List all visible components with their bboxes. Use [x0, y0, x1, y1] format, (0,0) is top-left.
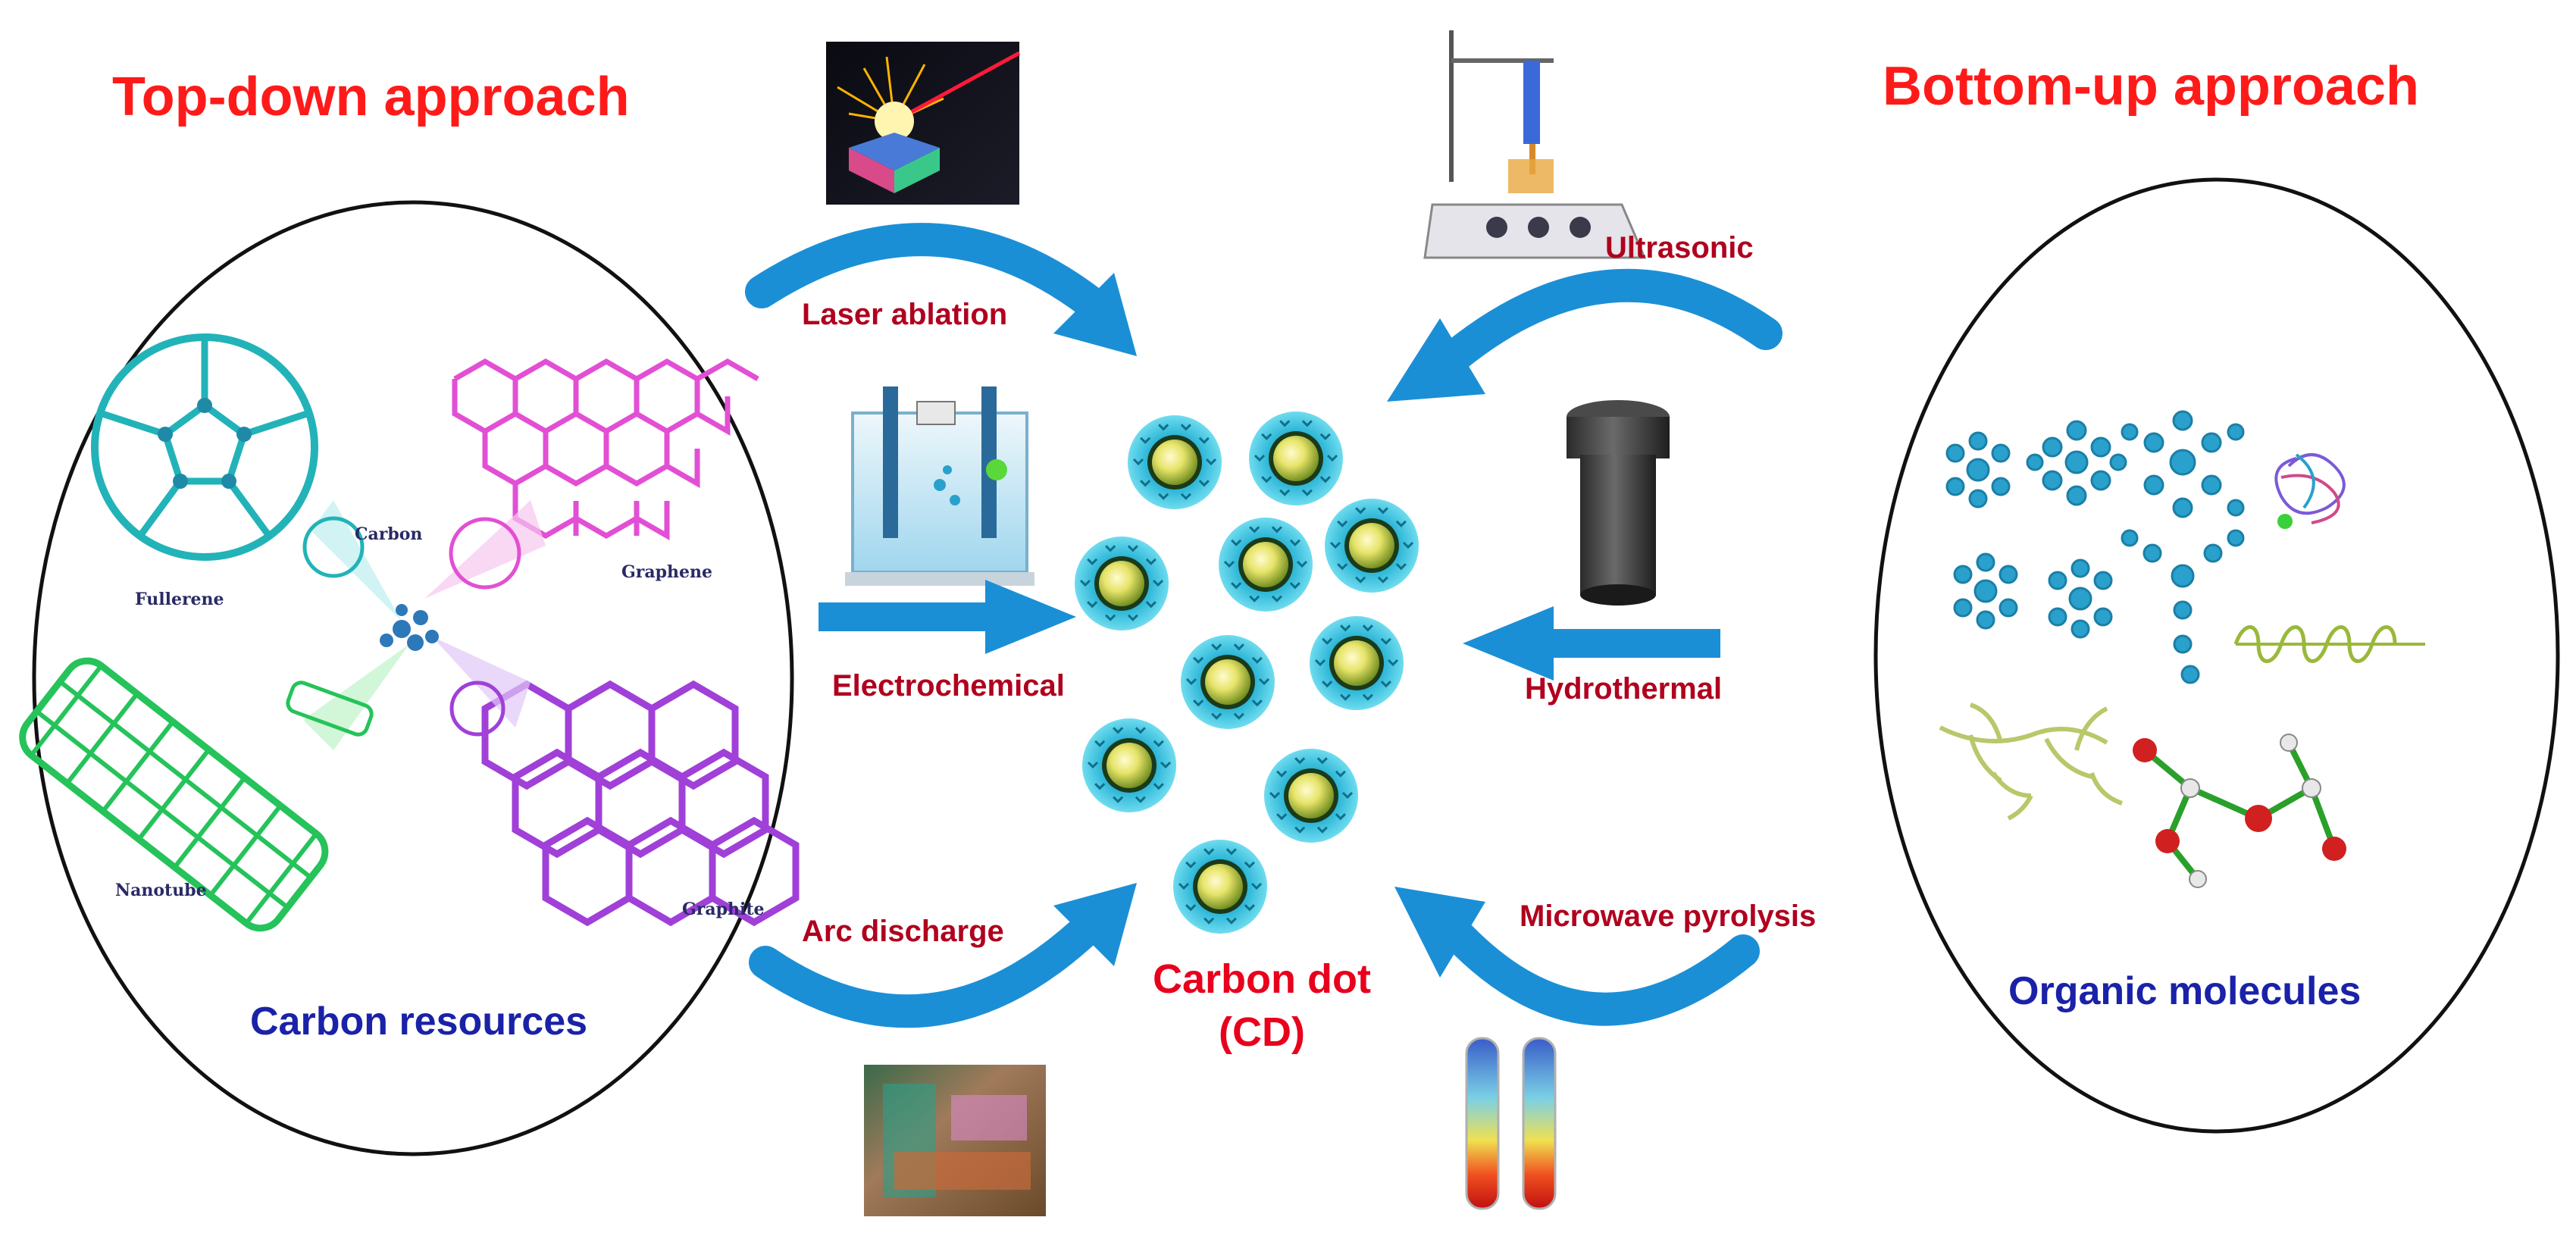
ball-and-stick-molecule-icon: [2133, 734, 2346, 888]
hydrothermal-arrow: [1463, 606, 1720, 681]
hydrothermal-vessel-picture: [1567, 400, 1670, 605]
electrochemical-arrow: [818, 580, 1076, 654]
organic-molecules-label: Organic molecules: [2008, 969, 2361, 1013]
arc-discharge-picture: [864, 1065, 1046, 1216]
protein-molecule-icon: [2274, 453, 2346, 529]
graphite-icon: [481, 680, 800, 927]
helix-molecule-icon: [2233, 625, 2425, 663]
carbon-dot: [1173, 840, 1267, 934]
carbon-dot: [1310, 616, 1404, 710]
arc-discharge-arrow: [749, 883, 1137, 1028]
fullerene-label: Fullerene: [135, 590, 224, 609]
microwave-pyrolysis-arrow: [1394, 887, 1760, 1026]
arc-discharge-label: Arc discharge: [802, 915, 1004, 948]
nanotube-label: Nanotube: [115, 881, 207, 900]
ultrasonic-arrow: [1387, 268, 1783, 402]
microwave-tubes-picture: [1465, 1037, 1557, 1210]
carbon-dot: [1219, 518, 1313, 612]
graphene-label: Graphene: [621, 562, 712, 582]
laser-ablation-picture: [826, 42, 1021, 205]
nanotube-icon: [19, 657, 329, 932]
carbon-dot: [1249, 411, 1343, 505]
carbon-dot-label: Carbon dot: [1153, 956, 1371, 1002]
branched-polymer-icon: [1939, 702, 2124, 821]
organic-molecules-ellipse: [1873, 177, 2560, 1134]
graphite-label: Graphite: [682, 900, 765, 919]
ultrasonic-label: Ultrasonic: [1605, 231, 1754, 264]
carbon-resources-ellipse: [32, 200, 794, 1156]
carbon-dot: [1082, 718, 1176, 812]
laser-ablation-label: Laser ablation: [802, 298, 1007, 331]
dendrimer-molecules-icon: [1945, 410, 2245, 684]
microwave-pyrolysis-label: Microwave pyrolysis: [1520, 900, 1816, 933]
electrochemical-label: Electrochemical: [832, 669, 1065, 702]
bottom-up-title: Bottom-up approach: [1883, 56, 2419, 117]
carbon-dot-abbrev-label: (CD): [1219, 1009, 1305, 1055]
carbon-dots-group: [1075, 411, 1419, 934]
carbon-dot: [1181, 635, 1275, 729]
carbon-resources-label: Carbon resources: [250, 1000, 587, 1044]
carbon-dot: [1264, 749, 1358, 843]
carbon-label: Carbon: [355, 524, 422, 544]
top-down-title: Top-down approach: [112, 67, 630, 127]
carbon-cluster: [286, 500, 546, 750]
carbon-dot: [1128, 415, 1222, 509]
carbon-dot: [1075, 537, 1169, 631]
ultrasonic-device-picture: [1423, 30, 1647, 259]
carbon-dot: [1325, 499, 1419, 593]
fullerene-icon: [91, 333, 318, 561]
electrochemical-cell-picture: [845, 386, 1034, 586]
hydrothermal-label: Hydrothermal: [1525, 672, 1722, 706]
laser-ablation-arrow: [745, 223, 1137, 356]
